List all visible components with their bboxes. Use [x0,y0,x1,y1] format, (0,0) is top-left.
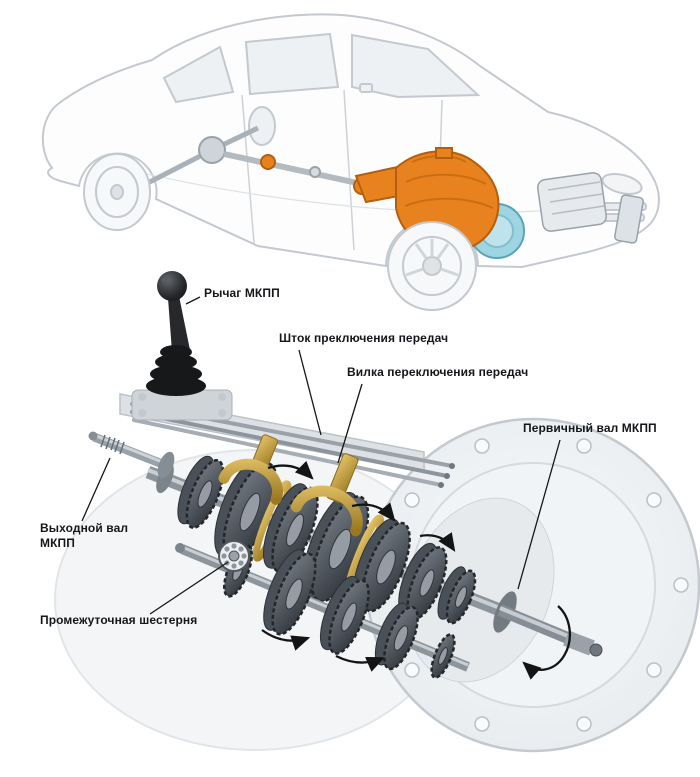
car-wheel-front [387,221,477,311]
car-windshield [351,33,481,99]
leader-input-shaft [517,439,561,590]
label-shift-rod: Шток преключения передач [279,331,449,345]
car-wheel-rear [83,153,151,231]
leader-lever [185,296,201,305]
label-input-shaft: Первичный вал МКПП [523,421,657,435]
countershaft-gears [175,540,470,679]
leader-shift-rod [298,349,322,436]
leader-intermediate-gear [149,561,229,615]
leader-lines [81,296,561,615]
driveshaft [223,151,363,187]
car-mirror [359,83,373,93]
lever-knob [157,271,187,301]
engine-sketch [536,172,644,244]
leader-shift-fork [337,383,363,464]
car-window-rear [162,45,235,104]
label-gear-lever: Рычаг МКПП [204,286,280,300]
car-illustration [41,13,660,311]
output-shaft [88,431,175,479]
car-headlight [601,173,643,195]
rear-differential [198,136,226,164]
leader-output-shaft [81,457,111,522]
car-window-middle [244,32,340,96]
lever-boot [146,345,206,396]
label-shift-fork: Вилка переключения передач [347,365,529,379]
label-intermediate-gear: Промежуточная шестерня [40,613,198,627]
gearbox-diagram [54,271,700,753]
u-joint-rear [260,154,276,170]
car-wheel-far-rear [248,106,276,146]
lever-shaft [168,296,190,352]
shift-forks [218,434,363,537]
center-bearing [309,166,321,178]
intermediate-bearing [218,540,250,572]
gear-lever [131,271,233,421]
rotation-arrows [261,460,572,680]
label-output-shaft: Выходной вал МКПП [40,521,129,550]
